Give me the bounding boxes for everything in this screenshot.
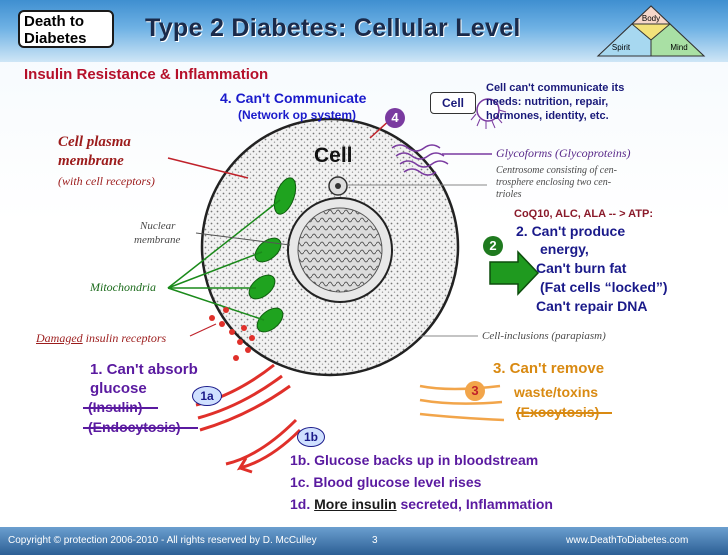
page-title: Type 2 Diabetes: Cellular Level [145, 14, 521, 42]
absorb-line3: (Insulin) [88, 399, 143, 415]
network-label: (Network op system) [238, 108, 357, 122]
energy-line5: Can't repair DNA [536, 298, 648, 314]
glucose-rises: 1c. Blood glucose level rises [290, 474, 482, 490]
triangle-spirit: Spirit [612, 43, 631, 52]
energy-line1: 2. Can't produce [516, 223, 626, 239]
body-spirit-mind-triangle: Body Spirit Mind [596, 5, 706, 57]
membrane-label-2: membrane [58, 153, 124, 169]
more-insulin: More insulin [314, 496, 397, 512]
mitochondrion [254, 237, 282, 263]
absorb-line4: (Endocytosis) [88, 419, 181, 435]
d1-prefix: 1d. [290, 496, 315, 512]
section-title: Insulin Resistance & Inflammation [24, 66, 269, 83]
cell-needs-line1: Cell can't communicate its [486, 82, 625, 94]
mitochondria-pointers [167, 199, 281, 321]
logo-line1: Death to [24, 13, 84, 30]
energy-arrow [489, 250, 540, 296]
site-url: www.DeathToDiabetes.com [566, 535, 689, 546]
logo-line2: Diabetes [24, 30, 87, 47]
mitochondria-label: Mitochondria [90, 280, 156, 294]
centrosome-line2: trosphere enclosing two cen- [496, 177, 612, 188]
triangle-mind: Mind [670, 43, 687, 52]
glycoforms-label: Glycoforms (Glycoproteins) [496, 146, 631, 160]
remove-line2: waste/toxins [514, 384, 599, 400]
mini-cell-antennas [470, 109, 507, 129]
centrosome-line3: trioles [496, 189, 522, 200]
energy-line2: energy, [540, 241, 589, 257]
coq10-label: CoQ10, ALC, ALA -- > ATP: [514, 208, 654, 220]
absorb-line1: 1. Can't absorb [90, 361, 198, 378]
damaged-receptors-label: Damaged insulin receptors [36, 331, 166, 346]
membrane-label-3: (with cell receptors) [58, 174, 155, 188]
page-number: 3 [372, 535, 378, 546]
mitochondrion [256, 307, 284, 333]
nuclear-label-1: Nuclear [140, 220, 176, 232]
insulin-receptors-word: insulin receptors [82, 331, 167, 345]
damaged-receptors [209, 307, 255, 361]
cell-box-label: Cell [430, 92, 476, 114]
damaged-word: Damaged [36, 331, 83, 345]
nuclear-label-2: membrane [134, 234, 181, 246]
cell-center-label: Cell [314, 144, 353, 167]
energy-line3: Can't burn fat [536, 260, 627, 276]
more-insulin-line: 1d. More insulin secreted, Inflammation [290, 496, 553, 512]
inclusions-label: Cell-inclusions (parapiasm) [482, 330, 606, 342]
glycoform-antennas [391, 144, 449, 176]
badge-2: 2 [483, 236, 503, 256]
receptor-pointer [189, 323, 217, 337]
membrane-pointer [167, 157, 249, 179]
cell-needs-line2: needs: nutrition, repair, [486, 96, 609, 108]
badge-3: 3 [465, 381, 485, 401]
nucleus [297, 207, 383, 293]
centrosome-line1: Centrosome consisting of cen- [496, 165, 618, 176]
backup-arrow-2 [225, 418, 298, 466]
glucose-backs-up: 1b. Glucose backs up in bloodstream [290, 452, 539, 468]
remove-line3: (Exocytosis) [516, 404, 600, 420]
backup-arrow [236, 428, 302, 474]
d1-suffix: secreted, Inflammation [396, 496, 553, 512]
membrane-label-1: Cell plasma [58, 134, 131, 150]
remove-line1: 3. Can't remove [493, 360, 605, 377]
triangle-body: Body [642, 14, 660, 23]
centriole [335, 183, 341, 189]
nuclear-membrane-pointer [195, 232, 291, 246]
energy-line4: (Fat cells “locked”) [540, 279, 668, 295]
footer-band: Copyright © protection 2006-2010 - All r… [0, 527, 728, 555]
badge-1a: 1a [192, 386, 222, 406]
mitochondrion [273, 177, 297, 215]
cant-communicate-label: 4. Can't Communicate [220, 90, 367, 106]
exocytosis-arrows [419, 384, 505, 422]
absorb-line2: glucose [90, 380, 147, 397]
logo: Death to Diabetes [18, 10, 114, 48]
badge-1b: 1b [297, 427, 325, 447]
cell-needs-line3: hormones, identity, etc. [486, 110, 609, 122]
mitochondrion [248, 274, 276, 300]
copyright-text: Copyright © protection 2006-2010 - All r… [8, 535, 317, 546]
badge-4: 4 [385, 108, 405, 128]
